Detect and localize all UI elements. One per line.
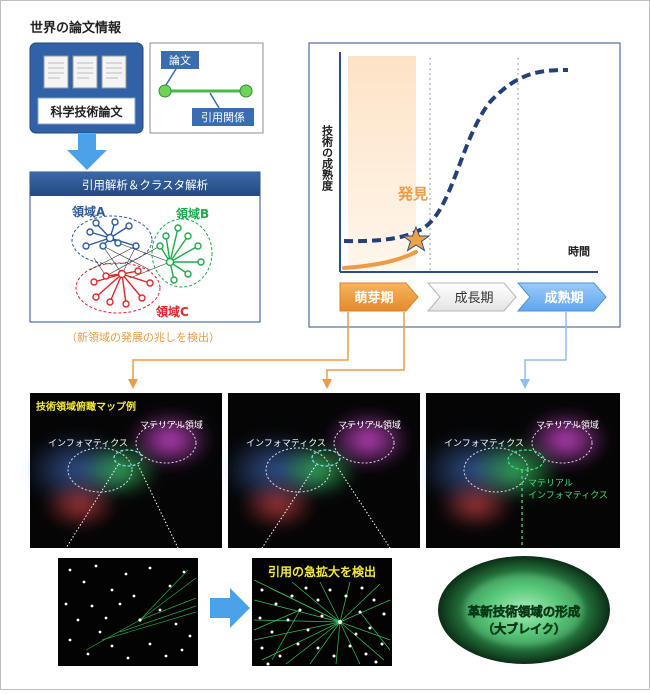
- map-label-informatics: インフォマティクス: [444, 438, 524, 449]
- citation-zoom-after: 引用の急拡大を検出: [252, 558, 392, 666]
- phase-mature-label: 成熟期: [544, 290, 583, 306]
- map-panel-2: インフォマティクス マテリアル領域: [221, 393, 420, 549]
- arrow-head-icon: [520, 379, 530, 389]
- cluster-b-outline: [151, 218, 213, 288]
- cluster-c-edges: [93, 270, 151, 305]
- phase-growth-label: 成長期: [454, 291, 493, 306]
- paper-node-sample: [158, 84, 172, 98]
- breakthrough-glow: 革新技術領域の形成 （大ブレイク）: [438, 556, 610, 664]
- breakthrough-line1: 革新技術領域の形成: [468, 604, 581, 619]
- maturity-chart: 発見 時間 技術の成熟度 萌芽期 成長期 成熟期: [308, 42, 621, 328]
- analysis-title: 引用解析＆クラスタ解析: [82, 178, 208, 192]
- y-axis-label: 技術の成熟度: [321, 124, 335, 192]
- document-icon: [43, 55, 69, 89]
- map-label-informatics: インフォマティクス: [48, 438, 128, 449]
- map-label-material: マテリアル領域: [536, 419, 599, 431]
- cluster-b-label: 領域B: [175, 206, 209, 221]
- papers-box: 科学技術論文: [29, 42, 144, 134]
- citation-spike-label: 引用の急拡大を検出: [268, 564, 376, 579]
- legend-box: 論文 引用関係: [149, 42, 264, 134]
- discovery-label: 発見: [397, 185, 428, 203]
- papers-label: 科学技術論文: [50, 104, 123, 119]
- sprout-connectors: [132, 312, 405, 380]
- paper-node-sample: [239, 84, 253, 98]
- map-label-informatics: インフォマティクス: [246, 438, 326, 449]
- cluster-a-outline: [71, 215, 153, 265]
- emerging-curve: [342, 250, 418, 270]
- cluster-a-nodes: [82, 218, 140, 250]
- citation-zoom-before: [58, 558, 198, 666]
- cluster-b-nodes: [156, 224, 205, 284]
- cluster-c-label: 領域C: [155, 304, 189, 319]
- s-curve: [343, 68, 569, 244]
- detect-caption: （新領域の発展の兆しを検出）: [66, 330, 220, 344]
- analysis-box: 引用解析＆クラスタ解析: [29, 171, 261, 323]
- map-label-material: マテリアル領域: [140, 419, 203, 431]
- cluster-c-outline: [75, 262, 161, 314]
- map-label-material: マテリアル領域: [338, 419, 401, 431]
- down-arrow-icon: [67, 134, 107, 170]
- right-arrow-icon: [210, 588, 250, 628]
- phase-mature: 成熟期: [516, 282, 607, 312]
- arrow-head-icon: [322, 379, 332, 389]
- document-icon: [101, 55, 127, 89]
- arrow-head-icon: [128, 379, 138, 389]
- map-label-new-field-line1: マテリアル: [528, 478, 573, 489]
- phase-sprout: 萌芽期: [339, 282, 419, 312]
- x-axis-label: 時間: [568, 244, 590, 258]
- map-caption: 技術領域俯瞰マップ例: [36, 400, 136, 413]
- cluster-a-label: 領域A: [71, 204, 106, 219]
- phase-sprout-label: 萌芽期: [354, 290, 393, 306]
- legend-citation-label: 引用関係: [201, 110, 245, 124]
- map-panel-3: インフォマティクス マテリアル領域 マテリアル インフォマティクス: [419, 393, 620, 548]
- phase-growth: 成長期: [426, 282, 517, 312]
- document-icon: [72, 55, 98, 89]
- inter-cluster-links: [89, 242, 171, 279]
- legend-paper-label: 論文: [169, 53, 191, 67]
- world-papers-title: 世界の論文情報: [30, 20, 122, 36]
- cluster-c-nodes: [90, 267, 154, 308]
- mature-connector: [524, 312, 567, 380]
- map-label-new-field-line2: インフォマティクス: [528, 490, 608, 501]
- breakthrough-line2: （大ブレイク）: [482, 621, 566, 636]
- map-panel-1: 技術領域俯瞰マップ例 インフォマティクス マテリアル領域: [23, 393, 222, 549]
- star-icon: [401, 225, 431, 252]
